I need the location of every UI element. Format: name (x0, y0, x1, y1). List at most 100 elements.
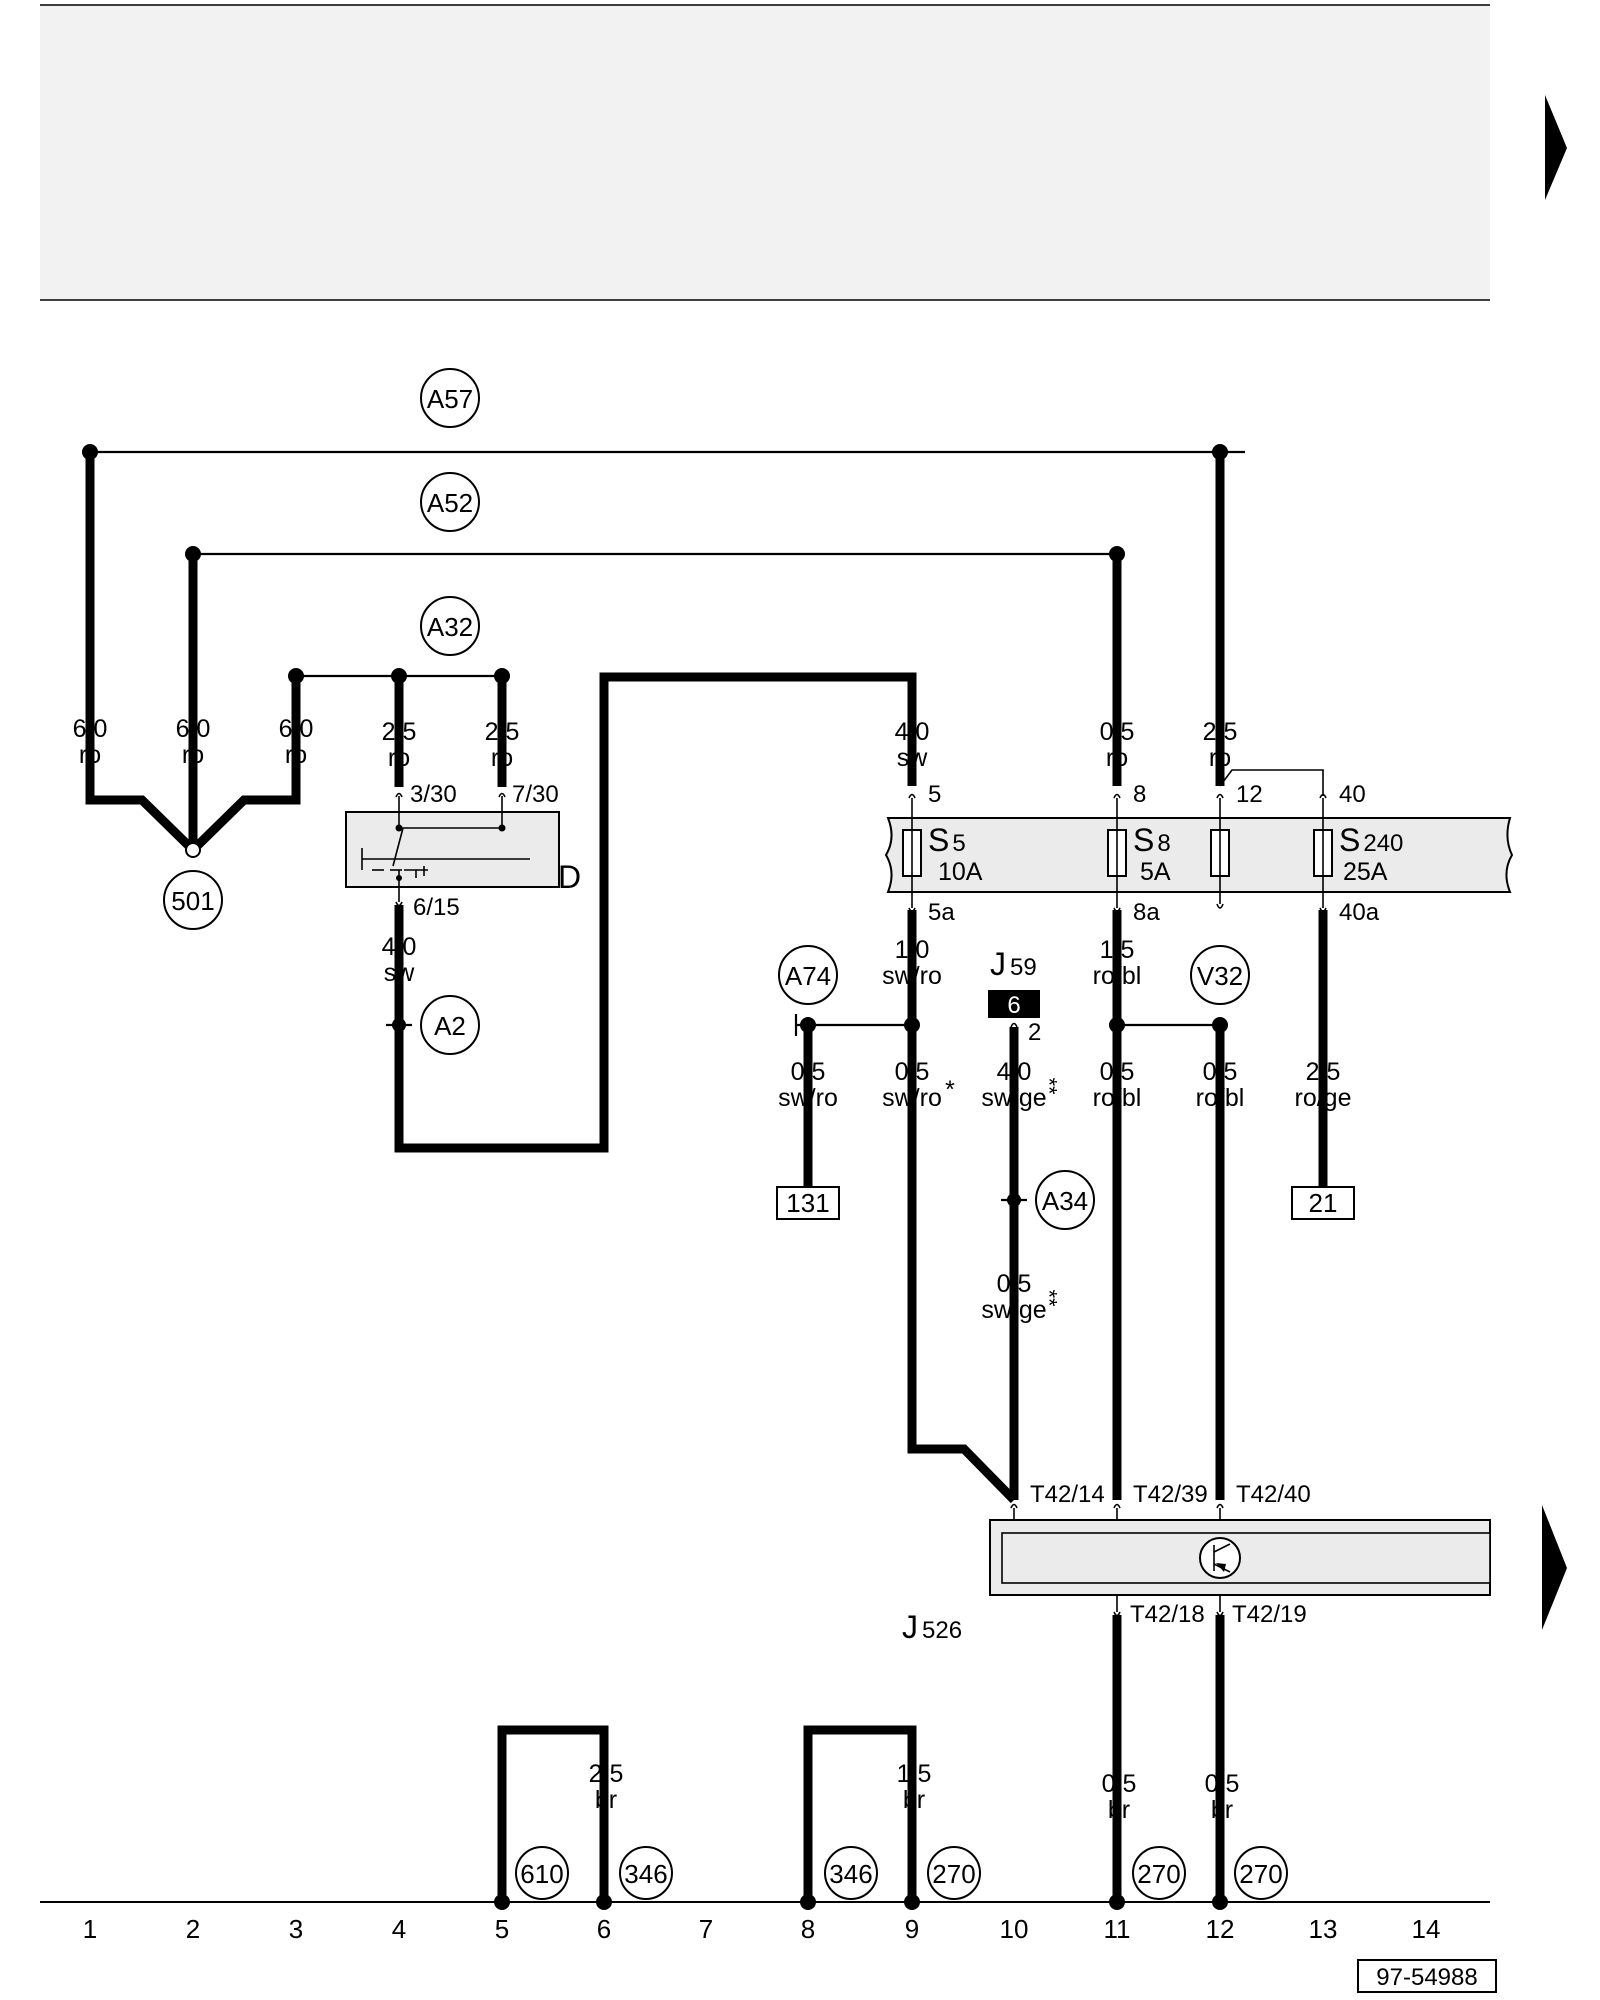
fuse-pin-8a: 8a (1133, 899, 1160, 926)
column-number: 8 (801, 1914, 815, 1944)
svg-text:97-54988: 97-54988 (1376, 1964, 1477, 1991)
svg-text:A57: A57 (427, 384, 473, 414)
column-number: 3 (289, 1914, 303, 1944)
wire-s8-out-color: ro/bl (1093, 962, 1142, 990)
splice-501-dot (185, 842, 201, 858)
ground-node-5 (494, 1894, 510, 1910)
wire-s240-out-gauge: 2,5 (1306, 1058, 1341, 1086)
fuse-s240-rating: 25A (1343, 858, 1388, 886)
column-number: 11 (1104, 1914, 1131, 1944)
wire-j59-note: ** (1037, 1077, 1062, 1095)
bus-a32-node-4 (391, 668, 407, 684)
ground-270-b: 270 (1132, 1846, 1186, 1900)
wire-a34-note: ** (1037, 1289, 1062, 1307)
svg-text:A32: A32 (427, 612, 473, 642)
fuse-pin-12: 12 (1236, 781, 1263, 808)
ref-box-21[interactable]: 21 (1291, 1186, 1355, 1220)
wire-col1 (85, 452, 197, 854)
wire-s8-in-color: ro (1106, 744, 1128, 772)
wire-col3-color: ro (285, 741, 307, 769)
wire-col9-color: sw/ro (882, 1084, 942, 1112)
continue-arrow-top-icon[interactable] (1545, 95, 1567, 200)
wire-g12-gauge: 0,5 (1205, 1770, 1240, 1798)
wire-d-out-color: sw (384, 959, 416, 987)
j526-pin-t42-19: T42/19 (1232, 1601, 1307, 1628)
wire-g11-gauge: 0,5 (1102, 1770, 1137, 1798)
ground-node-11 (1109, 1894, 1125, 1910)
bus-a57-node-1 (82, 444, 98, 460)
wire-col4-color: ro (388, 744, 410, 772)
wire-col5-color: ro (491, 744, 513, 772)
wire-d-to-s5 (394, 672, 917, 1153)
diagram-id-box: 97-54988 (1357, 1959, 1497, 1993)
fuse-pin-40: 40 (1339, 781, 1366, 808)
bus-a32-label: A32 (420, 596, 480, 656)
bus-a32-node-3 (288, 668, 304, 684)
wire-s5-in-color: sw (897, 744, 929, 772)
wire-col2-color: ro (182, 741, 204, 769)
ground-270-c: 270 (1234, 1846, 1288, 1900)
wire-col1-gauge: 6,0 (73, 715, 108, 743)
svg-text:131: 131 (786, 1188, 829, 1218)
wire-131-color: sw/ro (778, 1084, 838, 1112)
wire-j59-color: sw/ge (981, 1084, 1046, 1112)
column-number: 10 (1000, 1914, 1029, 1944)
wire-g11-color: br (1108, 1796, 1130, 1824)
wire-g9-color: br (903, 1786, 925, 1814)
wire-s5-in-gauge: 4,0 (895, 718, 930, 746)
fuse-pin-8: 8 (1133, 781, 1146, 808)
svg-text:270: 270 (1239, 1859, 1282, 1889)
column-number: 1 (83, 1914, 97, 1944)
bus-a52-label: A52 (420, 472, 480, 532)
fuse-box (884, 793, 1514, 913)
relay-j59-pin: 2 (1028, 1019, 1041, 1046)
wire-col3 (189, 676, 301, 854)
fuse-s5-rating: 10A (938, 858, 983, 886)
ref-box-131[interactable]: 131 (776, 1186, 840, 1220)
j526-pin-t42-14: T42/14 (1030, 1481, 1105, 1508)
ground-610: 610 (515, 1846, 569, 1900)
j526-pin-t42-39: T42/39 (1133, 1481, 1208, 1508)
wire-col12-color: ro/bl (1196, 1084, 1245, 1112)
splice-v32: V32 (1190, 945, 1250, 1005)
column-number: 4 (392, 1914, 406, 1944)
switch-pin-7-30: 7/30 (512, 781, 559, 808)
splice-a74: A74 (778, 945, 838, 1005)
column-number: 5 (495, 1914, 509, 1944)
svg-text:V32: V32 (1197, 961, 1243, 991)
header-area (40, 4, 1490, 301)
svg-text:21: 21 (1309, 1188, 1338, 1218)
svg-text:A2: A2 (434, 1011, 466, 1041)
connector-a34-node (1007, 1193, 1021, 1207)
continue-arrow-bottom-icon[interactable] (1542, 1505, 1567, 1630)
wire-ground-col5-6 (497, 1725, 609, 1902)
wire-d-out-gauge: 4,0 (382, 933, 417, 961)
svg-text:610: 610 (520, 1859, 563, 1889)
transistor-icon (1199, 1537, 1241, 1579)
wire-col9-gauge: 0,5 (895, 1058, 930, 1086)
column-numbers: 1 2 3 4 5 6 7 8 9 10 11 12 13 14 (83, 1914, 1441, 1944)
j526-pin-t42-18: T42/18 (1130, 1601, 1205, 1628)
svg-text:A52: A52 (427, 488, 473, 518)
wire-a34-gauge: 0,5 (997, 1270, 1032, 1298)
switch-pin-6-15: 6/15 (413, 894, 460, 921)
svg-text:270: 270 (932, 1859, 975, 1889)
wire-s8-in-gauge: 0,5 (1100, 718, 1135, 746)
wire-a34-color: sw/ge (981, 1296, 1046, 1324)
wire-s240-out-color: ro/ge (1295, 1084, 1352, 1112)
bus-a57-node-12 (1212, 444, 1228, 460)
ground-346-b: 346 (824, 1846, 878, 1900)
wire-s8-out-gauge: 1,5 (1100, 936, 1135, 964)
wire-12-in-gauge: 2,5 (1203, 718, 1238, 746)
bus-a52-node-2 (185, 546, 201, 562)
wire-g12-color: br (1211, 1796, 1233, 1824)
fuse-pin-5a: 5a (928, 899, 955, 926)
svg-text:346: 346 (829, 1859, 872, 1889)
column-number: 7 (699, 1914, 713, 1944)
ground-node-8 (800, 1894, 816, 1910)
